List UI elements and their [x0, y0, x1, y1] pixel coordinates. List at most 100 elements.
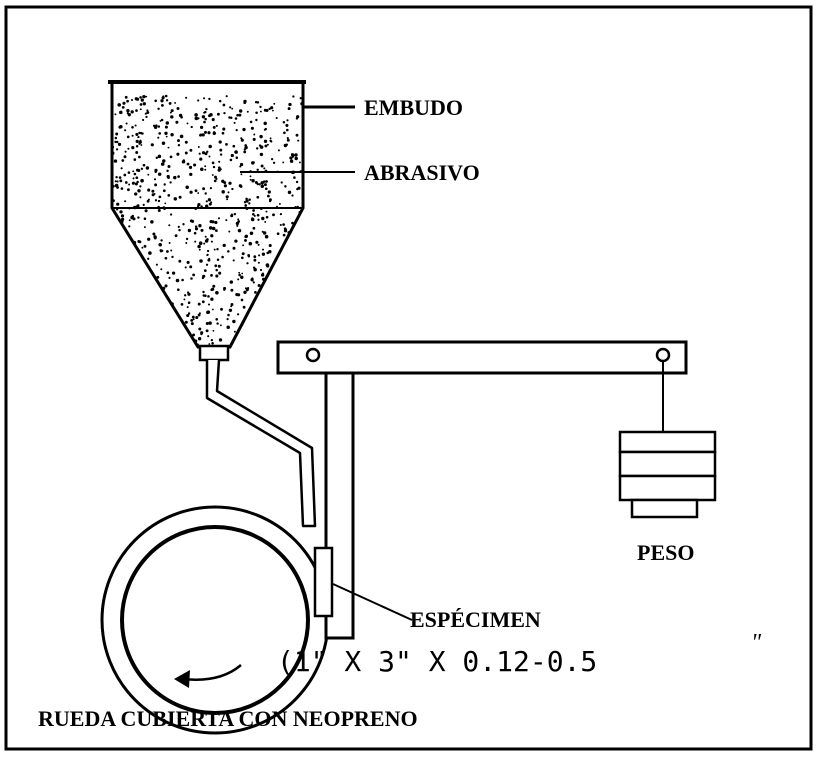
abrasive-particle [115, 175, 118, 179]
abrasive-particle [271, 334, 274, 337]
abrasive-particle [169, 155, 173, 159]
abrasive-particle [268, 199, 272, 203]
abrasive-particle [198, 327, 202, 331]
abrasive-particle [148, 309, 152, 313]
abrasive-particle [133, 288, 137, 292]
abrasive-particle [255, 147, 259, 150]
abrasive-particle [187, 292, 191, 296]
abrasive-particle [289, 297, 293, 301]
abrasive-particle [162, 333, 166, 337]
abrasive-particle [211, 161, 215, 165]
abrasive-particle [203, 97, 206, 100]
abrasive-particle [206, 150, 209, 153]
abrasive-particle [147, 188, 151, 192]
abrasive-particle [176, 339, 180, 343]
abrasive-particle [119, 210, 123, 214]
abrasive-particle [221, 255, 224, 259]
abrasive-particle [205, 321, 209, 326]
abrasive-particle [251, 212, 255, 216]
abrasive-particle [214, 264, 218, 268]
abrasive-particle [170, 249, 173, 252]
abrasive-particle [248, 198, 251, 201]
abrasive-particle [218, 338, 223, 342]
abrasive-particle [157, 209, 161, 212]
abrasive-particle [178, 195, 182, 199]
abrasive-particle [135, 176, 139, 180]
label-wheel: RUEDA CUBIERTA CON NEOPRENO [38, 706, 418, 731]
abrasive-particle [240, 256, 244, 260]
abrasive-particle [291, 296, 294, 299]
abrasive-particle [139, 185, 142, 188]
abrasive-particle [164, 313, 168, 317]
rotation-arrowhead [174, 670, 190, 688]
abrasive-particle [160, 239, 163, 242]
abrasive-particle [227, 250, 230, 253]
abrasive-particle [226, 325, 230, 329]
abrasive-particle [113, 292, 117, 295]
abrasive-particle [276, 263, 280, 267]
abrasive-particle [112, 330, 114, 334]
abrasive-particle [237, 278, 240, 281]
abrasive-particle [176, 332, 181, 336]
abrasive-particle [117, 142, 122, 147]
abrasive-particle [240, 275, 244, 280]
abrasive-particle [211, 342, 214, 345]
abrasive-particle [234, 239, 238, 243]
abrasive-particle [219, 324, 222, 327]
abrasive-particle [162, 159, 166, 163]
abrasive-particle [160, 99, 164, 103]
abrasive-particle [112, 284, 115, 288]
abrasive-particle [232, 259, 235, 262]
abrasive-particle [211, 226, 216, 231]
abrasive-particle [293, 176, 296, 179]
abrasive-particle [167, 146, 170, 149]
abrasive-particle [114, 183, 119, 188]
abrasive-particle [229, 106, 232, 109]
abrasive-particle [296, 234, 300, 237]
abrasive-particle [177, 225, 180, 228]
abrasive-particle [146, 316, 150, 320]
abrasive-particle [180, 303, 184, 306]
abrasive-particle [127, 171, 131, 174]
abrasive-particle [198, 241, 203, 245]
abrasive-particle [202, 294, 205, 297]
abrasive-particle [246, 286, 250, 290]
abrasive-particle [120, 187, 124, 190]
abrasive-particle [119, 329, 124, 334]
abrasive-particle [233, 212, 237, 216]
abrasive-particle [247, 254, 251, 257]
abrasive-particle [145, 306, 148, 310]
abrasive-particle [140, 167, 144, 170]
abrasive-particle [194, 116, 199, 121]
abrasive-particle [263, 108, 267, 112]
abrasive-particle [125, 280, 128, 284]
label-specimen-size: (1" X 3" X 0.12-0.5 [277, 645, 597, 678]
abrasive-particle [130, 110, 134, 114]
abrasive-particle [267, 287, 270, 290]
abrasive-particle [211, 308, 214, 311]
abrasive-particle [212, 329, 215, 332]
abrasive-particle [146, 109, 149, 112]
abrasive-particle [277, 149, 280, 152]
abrasive-particle [204, 165, 207, 168]
abrasive-particle [168, 101, 172, 105]
abrasive-particle [140, 335, 144, 339]
abrasive-particle [264, 127, 268, 131]
abrasive-particle [192, 333, 196, 337]
abrasive-particle [185, 185, 189, 190]
abrasive-particle [165, 308, 169, 313]
abrasive-particle [135, 132, 139, 136]
abrasive-particle [276, 316, 280, 320]
abrasive-particle [259, 268, 263, 272]
abrasive-particle [132, 177, 135, 180]
abrasive-particle [201, 151, 206, 155]
abrasive-particle [239, 185, 243, 188]
abrasive-particle [233, 330, 236, 333]
abrasive-particle [225, 195, 229, 199]
abrasive-particle [265, 180, 268, 183]
abrasive-particle [168, 242, 171, 244]
abrasive-particle [134, 97, 138, 101]
abrasive-particle [254, 291, 257, 294]
outer-border [4, 5, 813, 751]
abrasive-particle [258, 183, 261, 186]
